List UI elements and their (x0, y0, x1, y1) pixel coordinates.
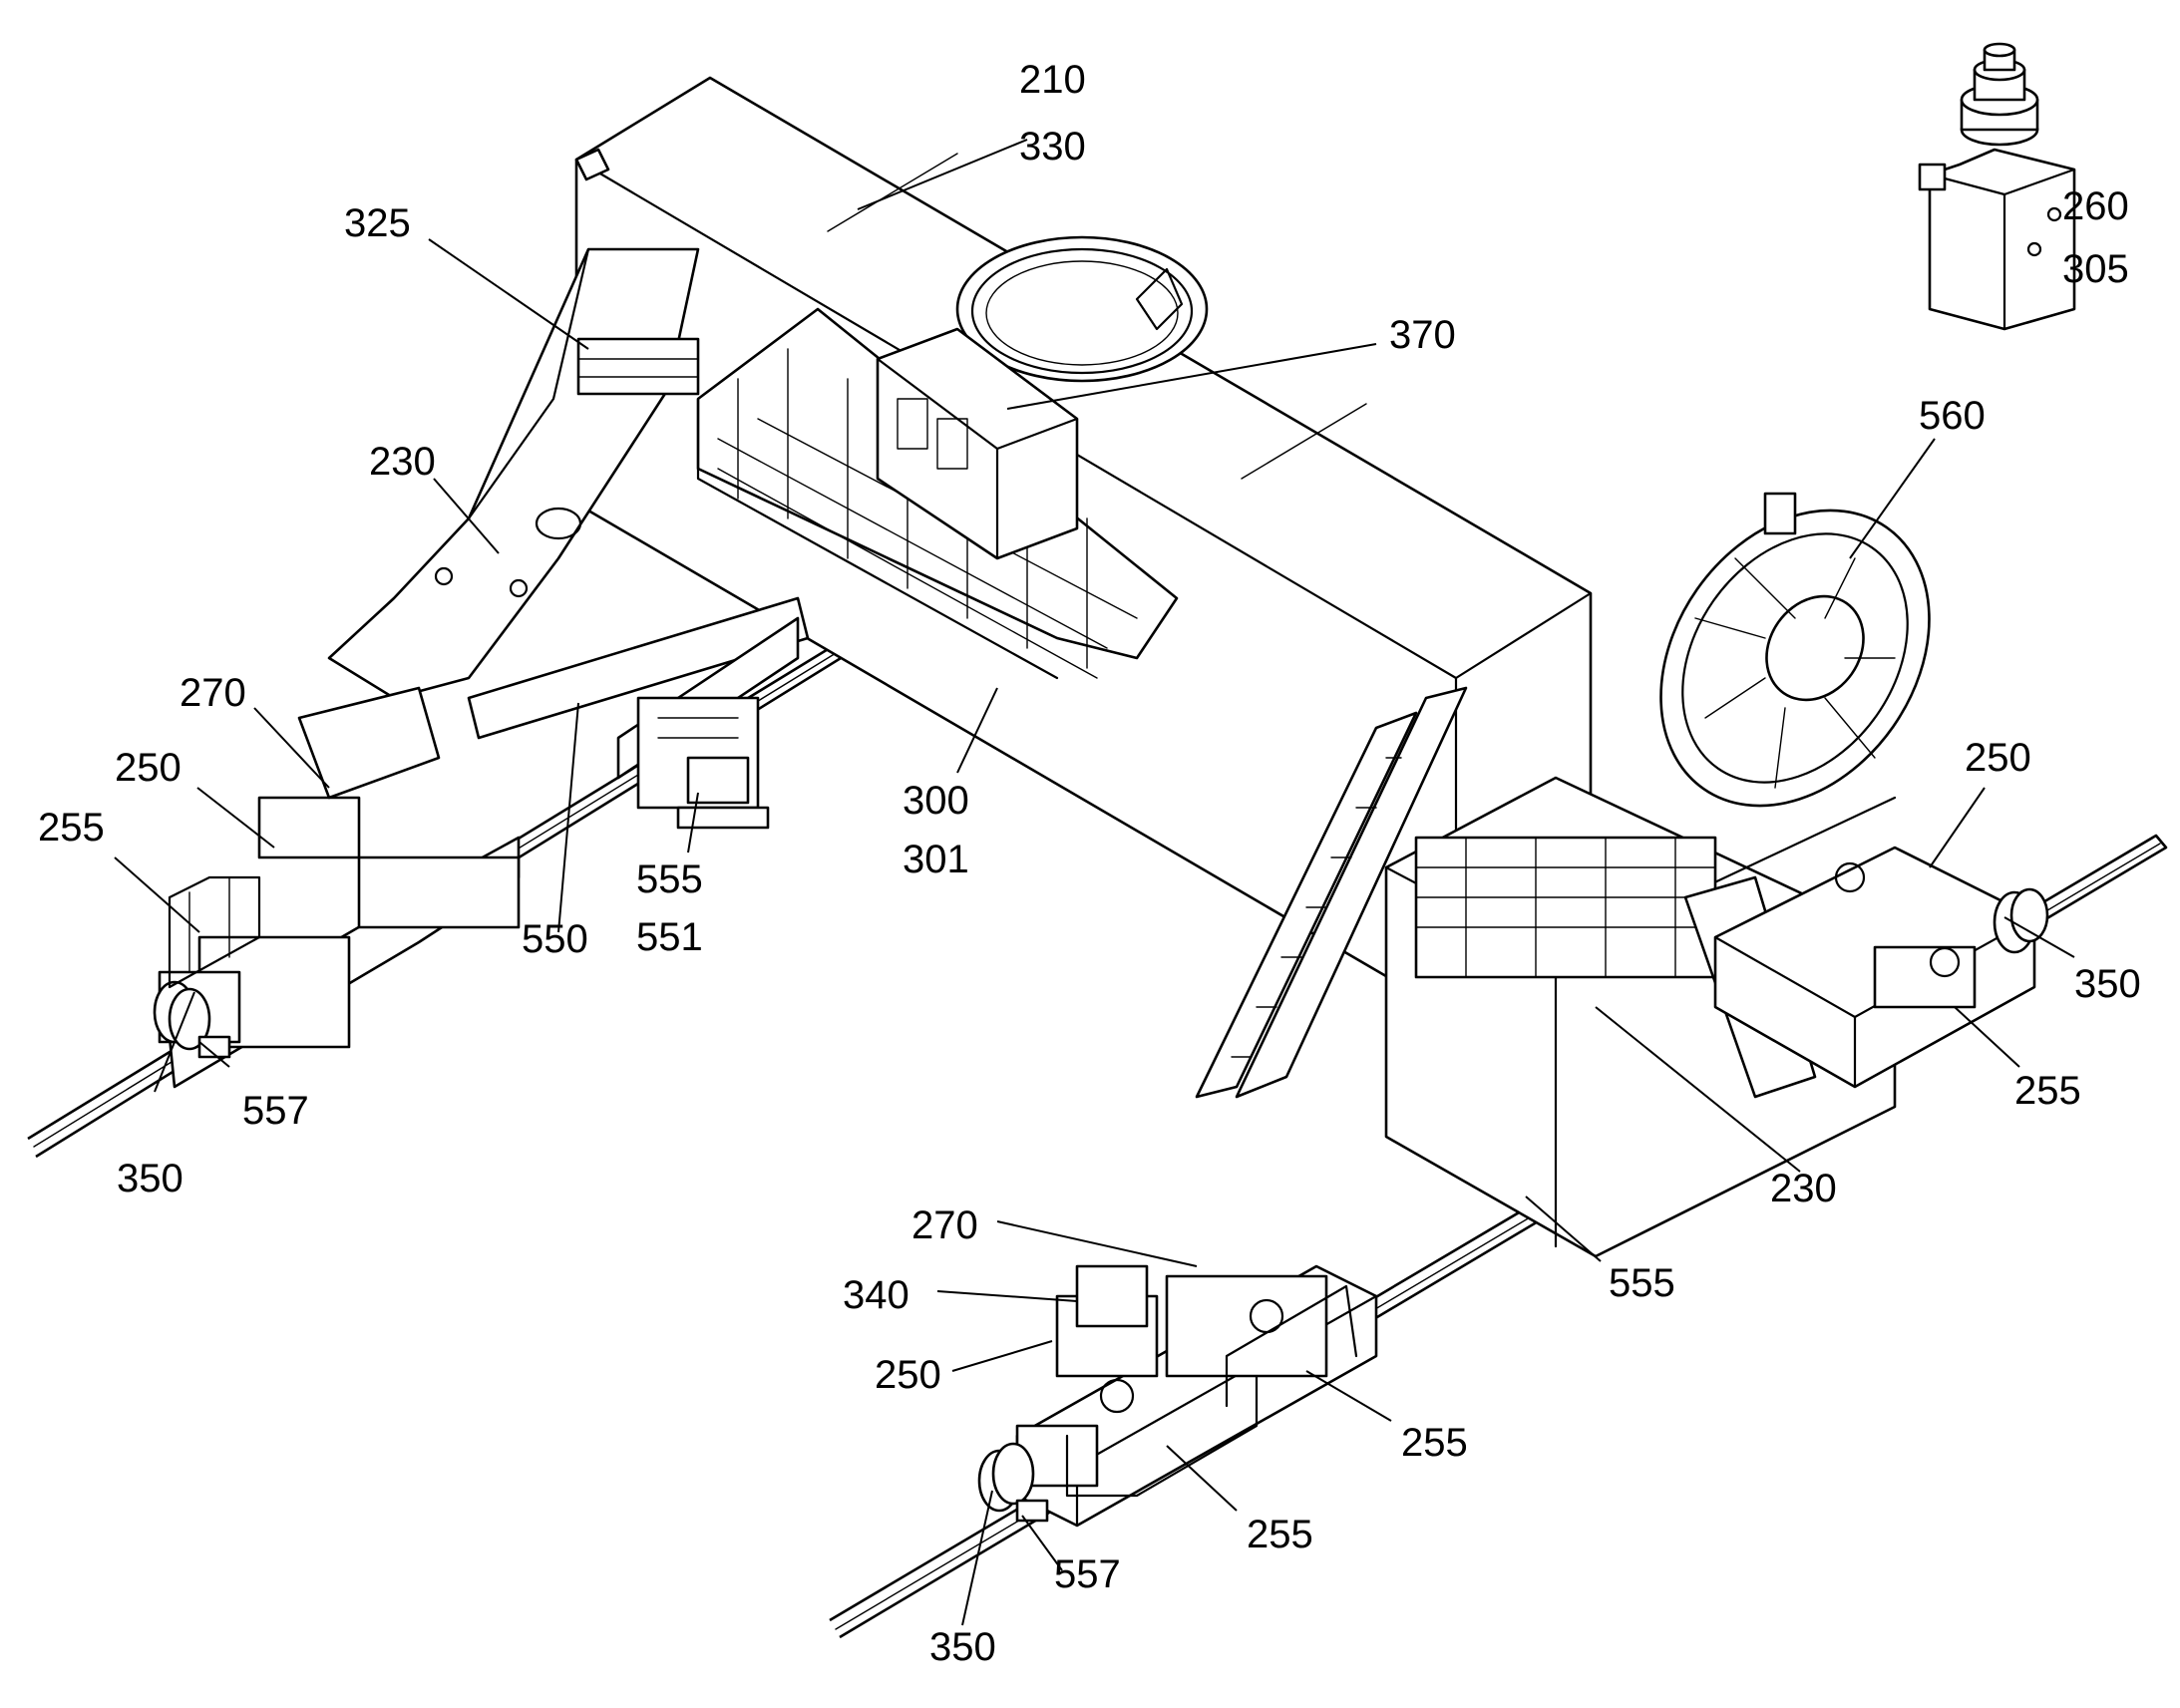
ref-255-front: 255 (1247, 1513, 1313, 1556)
ref-557-front: 557 (1054, 1552, 1121, 1596)
ref-270-front: 270 (911, 1203, 978, 1247)
left-bogie (153, 686, 521, 1089)
ref-560: 560 (1919, 394, 1986, 438)
staircase (1195, 686, 1468, 1099)
ref-255-left: 255 (38, 806, 105, 850)
ref-210: 210 (1019, 58, 1086, 102)
ref-551: 551 (636, 915, 703, 959)
ref-300: 300 (903, 779, 969, 823)
ref-305: 305 (2062, 247, 2129, 291)
slewing-ring (955, 235, 1209, 383)
ref-370: 370 (1389, 313, 1456, 357)
ref-260: 260 (2062, 184, 2129, 228)
ref-250-right: 250 (1965, 736, 2031, 780)
ref-230-left: 230 (369, 440, 436, 484)
left-leg (327, 247, 700, 700)
front-bogie (977, 1264, 1378, 1528)
ref-325: 325 (344, 201, 411, 245)
ref-230-right: 230 (1770, 1167, 1837, 1210)
ref-250-front: 250 (875, 1353, 941, 1397)
ref-250-left: 250 (115, 746, 182, 790)
ref-550: 550 (522, 917, 588, 961)
ref-340: 340 (843, 1273, 909, 1317)
ref-557-left: 557 (242, 1089, 309, 1133)
cabinet (876, 327, 1079, 560)
ref-350-front: 350 (929, 1625, 996, 1669)
ref-270-left: 270 (180, 671, 246, 715)
leader-lines (114, 139, 2075, 1626)
reference-labels: 210 330 260 305 325 370 560 230 270 250 … (38, 58, 2141, 1669)
center-brace (467, 596, 810, 830)
ref-330: 330 (1019, 125, 1086, 169)
ref-301: 301 (903, 838, 969, 881)
cable-reel (1659, 492, 1931, 808)
ref-255-right: 255 (2014, 1069, 2081, 1113)
ref-555-lower: 555 (1609, 1261, 1675, 1305)
ref-255-front-right: 255 (1401, 1421, 1468, 1465)
ref-555-upper: 555 (636, 857, 703, 901)
ref-350-left: 350 (117, 1157, 183, 1200)
ref-350-right: 350 (2074, 962, 2141, 1006)
right-rear-bogie (1713, 846, 2049, 1089)
inset-component (1918, 42, 2076, 331)
